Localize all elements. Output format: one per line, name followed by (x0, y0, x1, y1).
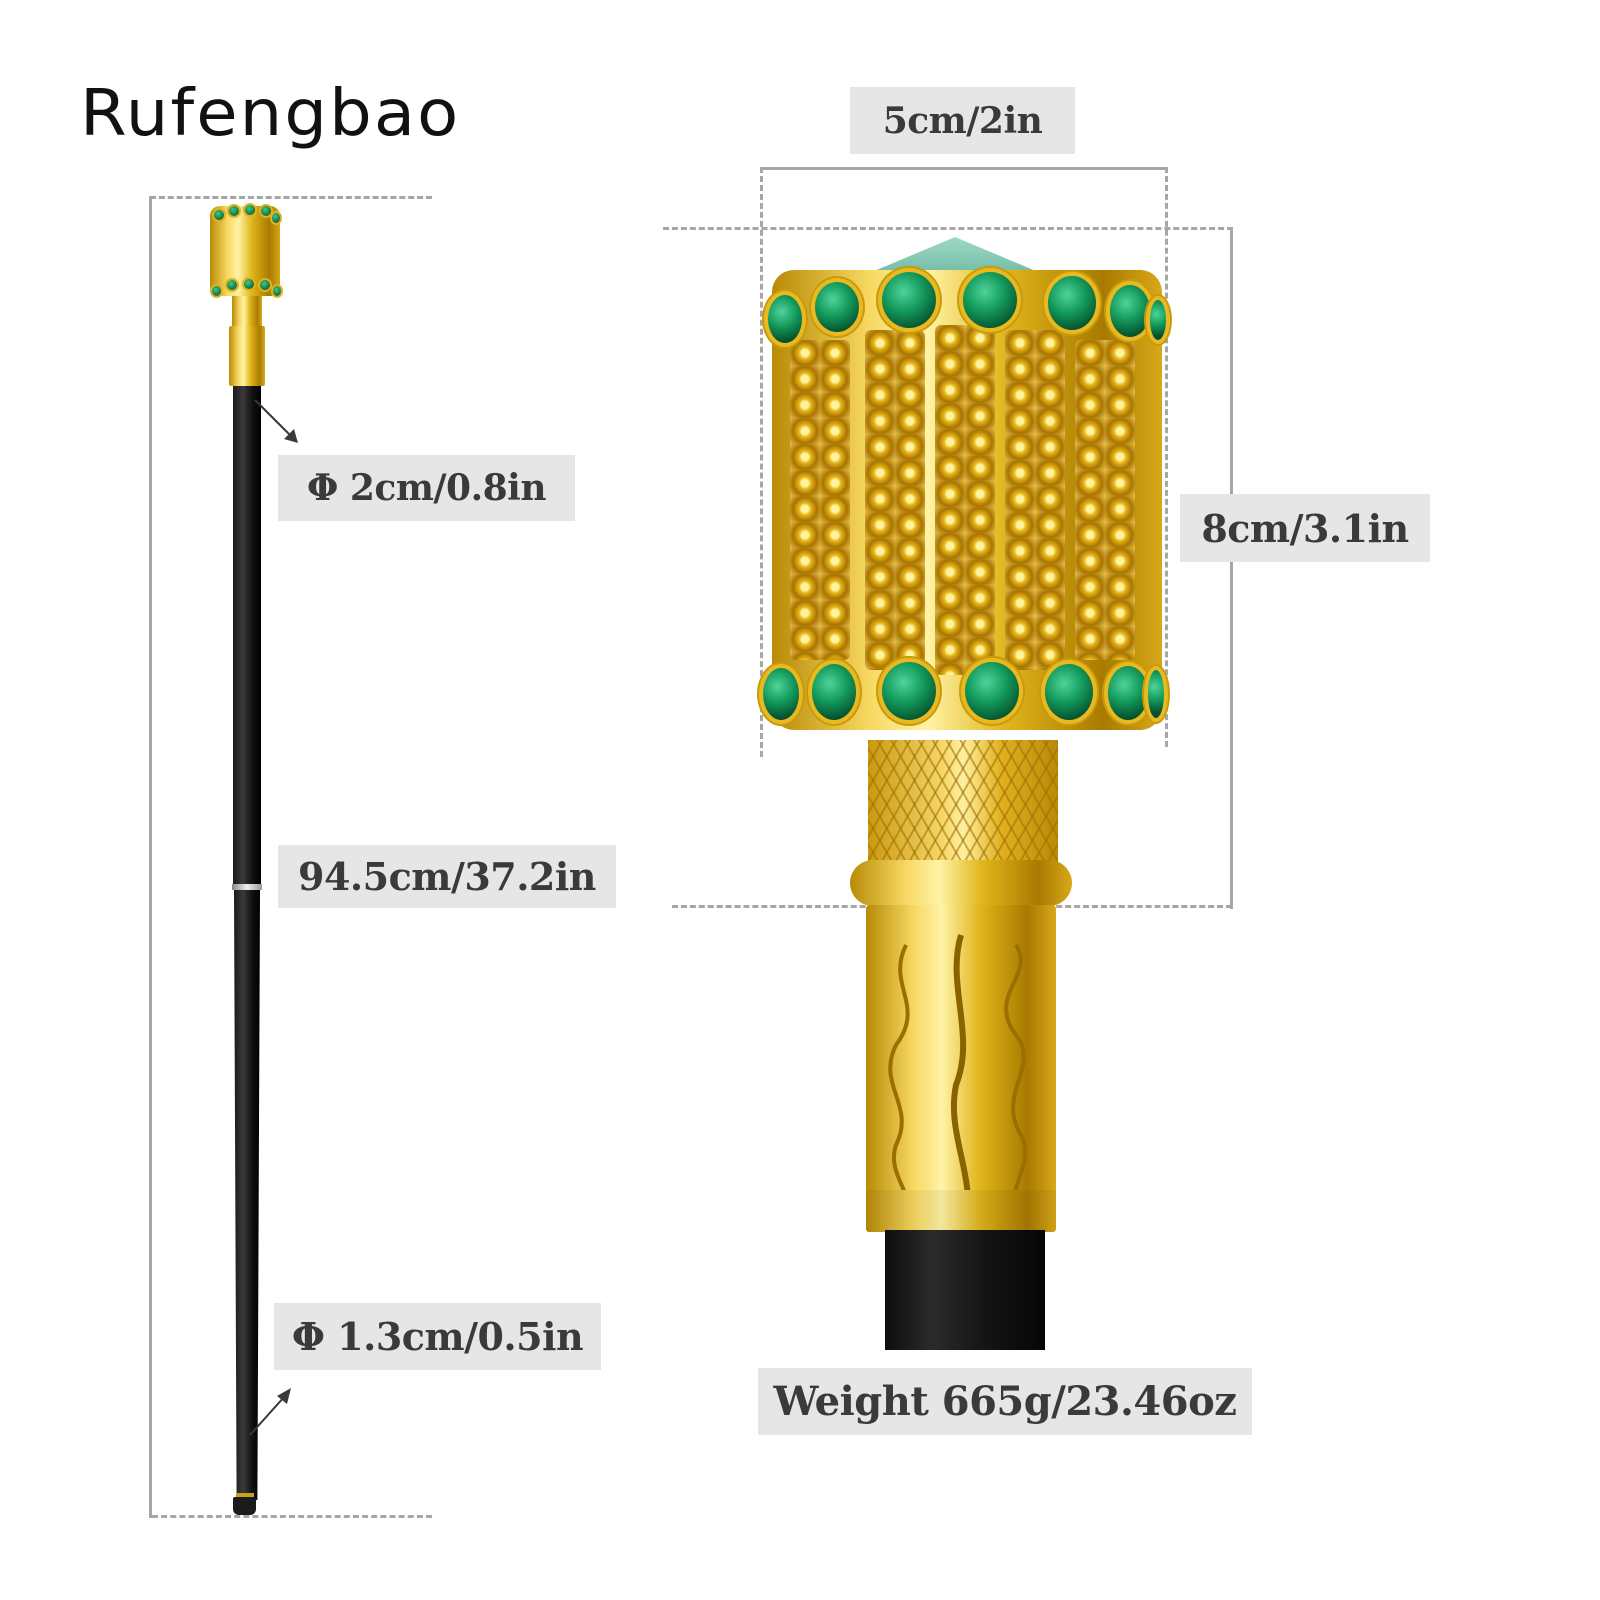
left-guide-line (760, 167, 763, 757)
shaft-joint (232, 884, 262, 890)
sleeve-bottom-band (866, 1190, 1056, 1232)
length-guide-line (149, 196, 152, 1518)
top-height-guide-line (663, 227, 1233, 230)
cane-tip (233, 1497, 256, 1515)
width-guide-line (763, 167, 1168, 170)
arrow-top-diameter-icon (254, 399, 298, 443)
collar-ring (850, 860, 1072, 906)
weight-label: Weight 665g/23.46oz (758, 1368, 1252, 1435)
bottom-guide-line (152, 1515, 432, 1518)
brand-logo: Rufengbao (80, 77, 461, 151)
bottom-diameter-label: Φ 1.3cm/0.5in (274, 1303, 601, 1370)
length-label: 94.5cm/37.2in (278, 845, 616, 908)
closeup-shaft (885, 1230, 1045, 1350)
width-label: 5cm/2in (850, 87, 1075, 154)
arrow-bottom-diameter-icon (249, 1388, 291, 1436)
mesh-neck (868, 740, 1058, 870)
top-diameter-label: Φ 2cm/0.8in (278, 455, 575, 521)
tip-ring (236, 1493, 254, 1497)
top-guide-line (150, 196, 432, 199)
height-guide-line (1230, 229, 1233, 909)
height-label: 8cm/3.1in (1180, 494, 1430, 562)
cane-shaft-upper (233, 386, 261, 886)
sleeve-engraving-pattern (866, 905, 1056, 1230)
right-guide-line (1165, 167, 1168, 747)
cane-shaft-lower (234, 890, 260, 1500)
